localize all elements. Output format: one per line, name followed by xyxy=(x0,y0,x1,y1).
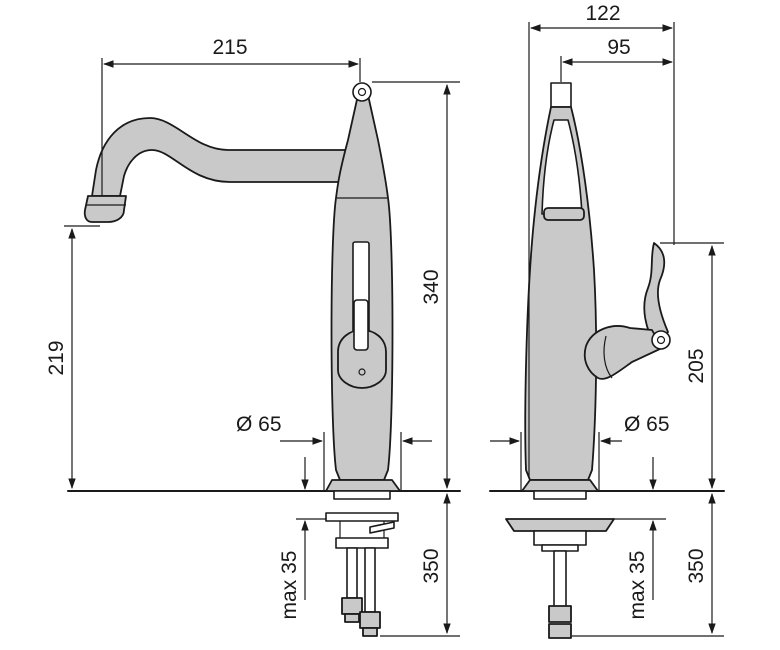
side-lever-cap xyxy=(583,325,663,380)
dim-shank-length-front: 350 xyxy=(420,548,443,583)
dim-side-depth-body: 95 xyxy=(607,36,630,59)
dim-shank-length-side: 350 xyxy=(685,548,708,583)
dim-spout-height: 219 xyxy=(45,340,68,375)
front-spout xyxy=(91,117,349,197)
dim-total-height: 340 xyxy=(420,269,443,304)
front-base-flange xyxy=(325,479,401,492)
front-aerator xyxy=(83,195,127,223)
front-pivot-cap xyxy=(352,82,372,102)
side-top-knob xyxy=(550,82,572,108)
side-mounting-kit xyxy=(505,490,615,639)
front-lever-knob xyxy=(337,329,387,389)
front-view: 215 219 340 Ø 65 max 35 350 xyxy=(45,36,461,637)
dim-deck-thickness-front: max 35 xyxy=(278,551,301,620)
dim-lever-height: 205 xyxy=(685,348,708,383)
dim-base-diameter-front: Ø 65 xyxy=(236,413,282,436)
dim-side-depth-total: 122 xyxy=(585,2,620,25)
dim-base-diameter-side: Ø 65 xyxy=(624,413,670,436)
front-mounting-kit xyxy=(325,490,399,637)
dim-spout-reach: 215 xyxy=(212,36,247,59)
side-base-flange xyxy=(521,479,599,492)
dim-deck-thickness-side: max 35 xyxy=(626,551,649,620)
side-view: 122 95 205 Ø 65 max 35 350 xyxy=(489,2,725,639)
